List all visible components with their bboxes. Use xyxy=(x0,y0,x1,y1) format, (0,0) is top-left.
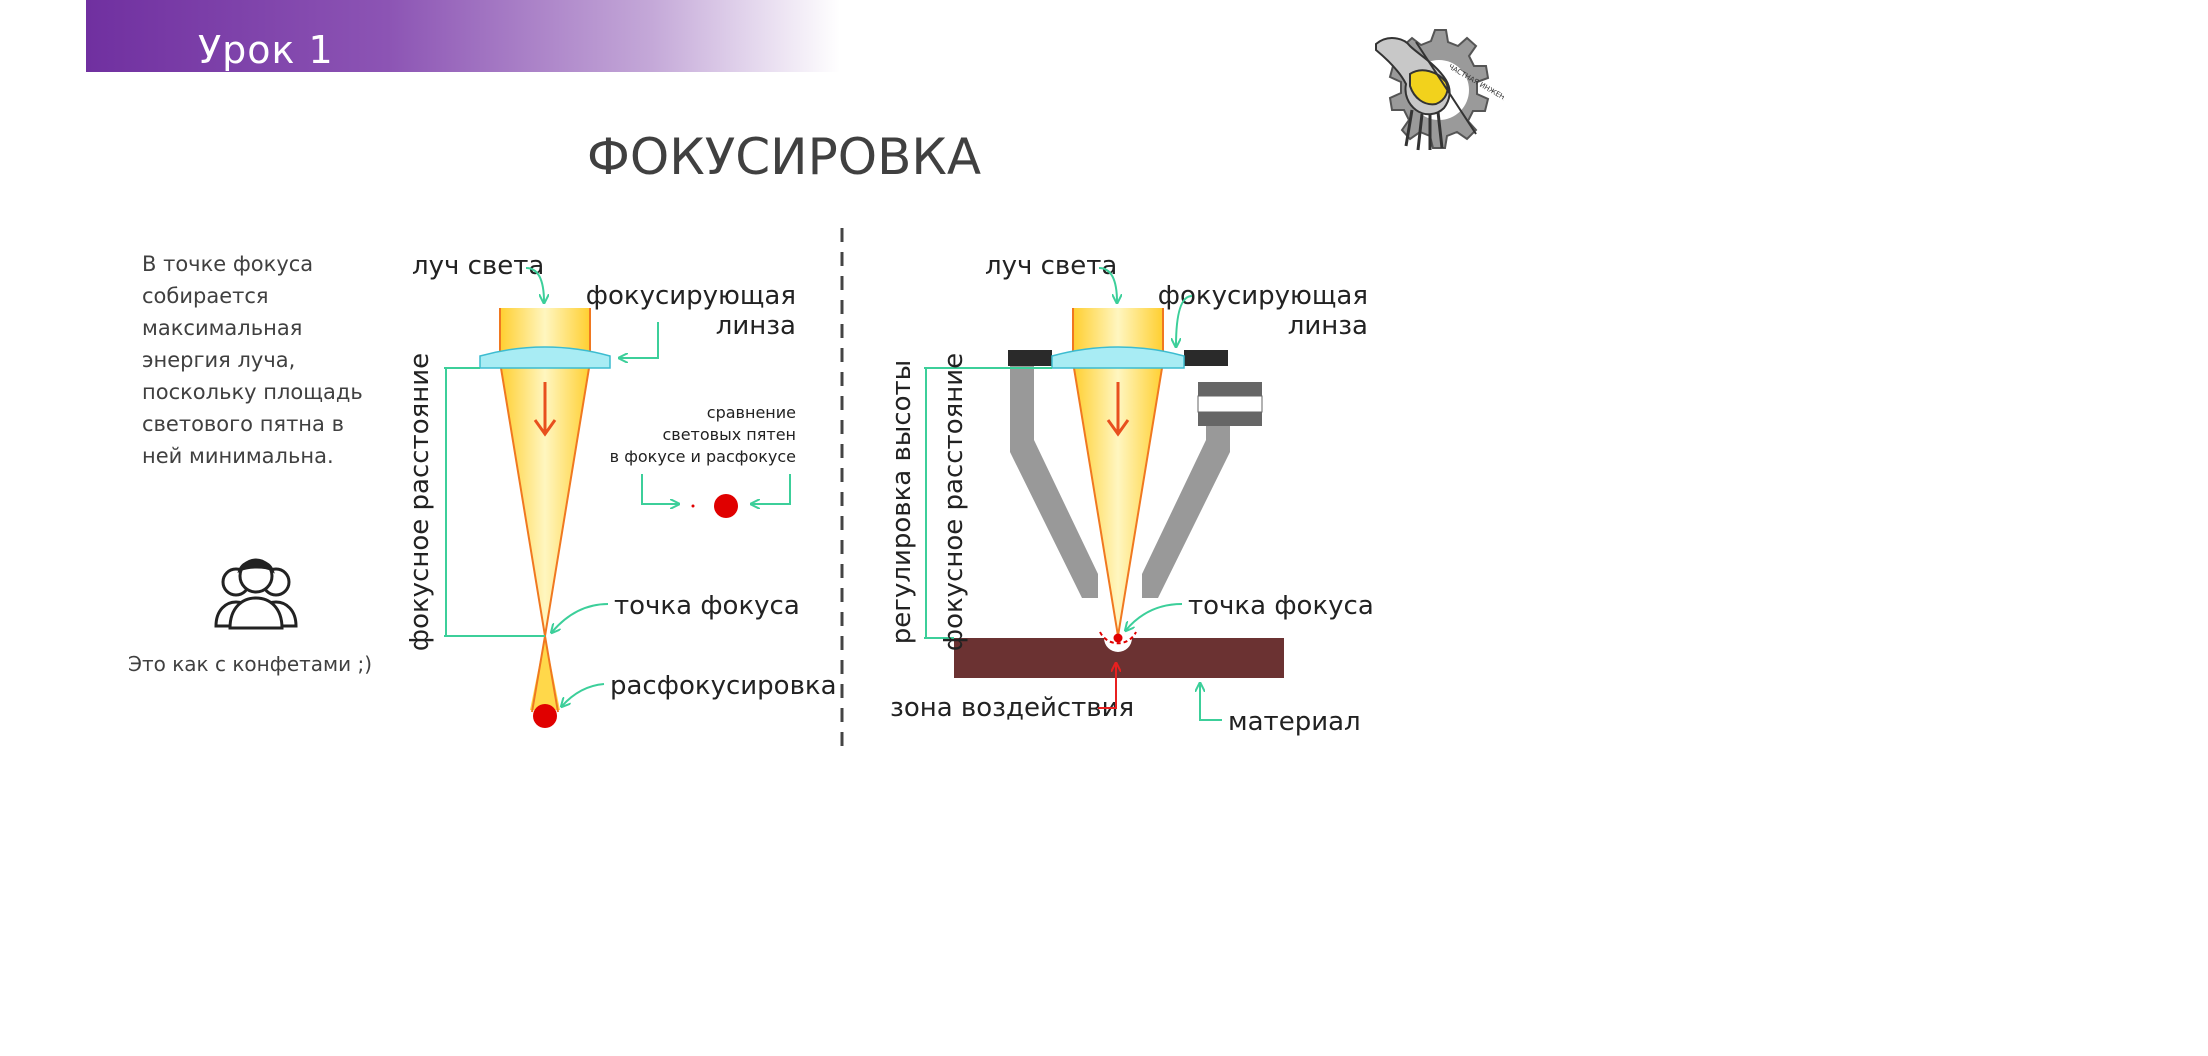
left-focus-point-label: точка фокуса xyxy=(614,591,800,621)
comparison-label-1: сравнение xyxy=(707,403,796,422)
right-beam-direction-arrow xyxy=(1106,382,1130,437)
left-beam xyxy=(499,308,591,728)
right-focal-distance-label: фокусное расстояние xyxy=(939,353,969,651)
left-lens xyxy=(479,346,611,369)
caption: Это как с конфетами ;) xyxy=(128,652,373,676)
left-beam-direction-arrow xyxy=(533,382,557,437)
right-lens xyxy=(1051,346,1185,369)
school-logo: ЧАСТНАЯ ИНЖЕНЕРНАЯ ШКОЛА xyxy=(1375,29,1504,151)
explanation-text: В точке фокуса собирается максимальная э… xyxy=(142,252,363,468)
defocused-spot-compare xyxy=(714,494,738,518)
comparison-label-3: в фокусе и расфокусе xyxy=(610,447,796,466)
comparison-label-2: световых пятен xyxy=(662,425,796,444)
material-label: материал xyxy=(1228,707,1361,737)
lesson-label: Урок 1 xyxy=(198,28,334,72)
left-lens-label-1: фокусирующая xyxy=(586,281,796,311)
right-focus-point-label: точка фокуса xyxy=(1188,591,1374,621)
header-bar xyxy=(86,0,840,72)
right-beam-label: луч света xyxy=(985,251,1117,281)
left-defocus-label: расфокусировка xyxy=(610,671,837,701)
focused-spot xyxy=(691,504,695,508)
right-nozzle-arm xyxy=(1142,426,1230,598)
left-lens-label-2: линза xyxy=(716,311,796,341)
defocused-spot xyxy=(533,704,557,728)
slide-title: ФОКУСИРОВКА xyxy=(586,128,982,186)
left-beam-label: луч света xyxy=(412,251,544,281)
height-adjust-label: регулировка высоты xyxy=(887,360,917,644)
left-lens-mount xyxy=(1008,350,1052,366)
impact-zone-label: зона воздействия xyxy=(890,693,1134,723)
right-lens-label-2: линза xyxy=(1288,311,1368,341)
focusing-diagram: луч света фокусирующая линза фокусное ра… xyxy=(405,228,1374,752)
right-lens-mount xyxy=(1184,350,1228,366)
right-lens-label-1: фокусирующая xyxy=(1158,281,1368,311)
focus-dot xyxy=(1113,633,1123,643)
people-icon xyxy=(214,558,298,630)
left-focal-distance-label: фокусное расстояние xyxy=(405,353,435,651)
left-nozzle-arm xyxy=(1010,366,1098,598)
height-adjuster xyxy=(1197,382,1263,426)
